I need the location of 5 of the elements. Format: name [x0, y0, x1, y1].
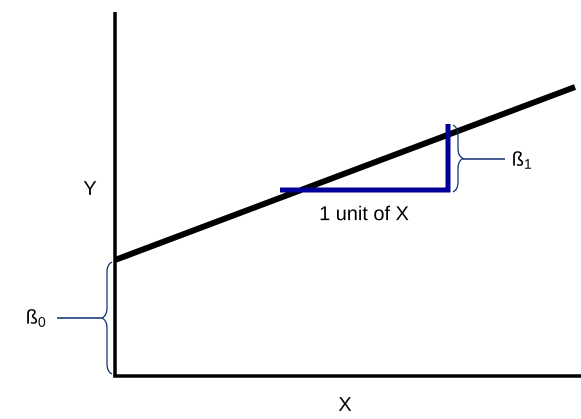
- axis-label: Y: [84, 181, 96, 195]
- coefficient-label: ß$_{0}$: [27, 309, 46, 327]
- axis-label: X: [338, 397, 352, 411]
- slope-label: 1 unit of X: [320, 206, 408, 220]
- coefficient-label: ß$_{1}$: [513, 151, 532, 169]
